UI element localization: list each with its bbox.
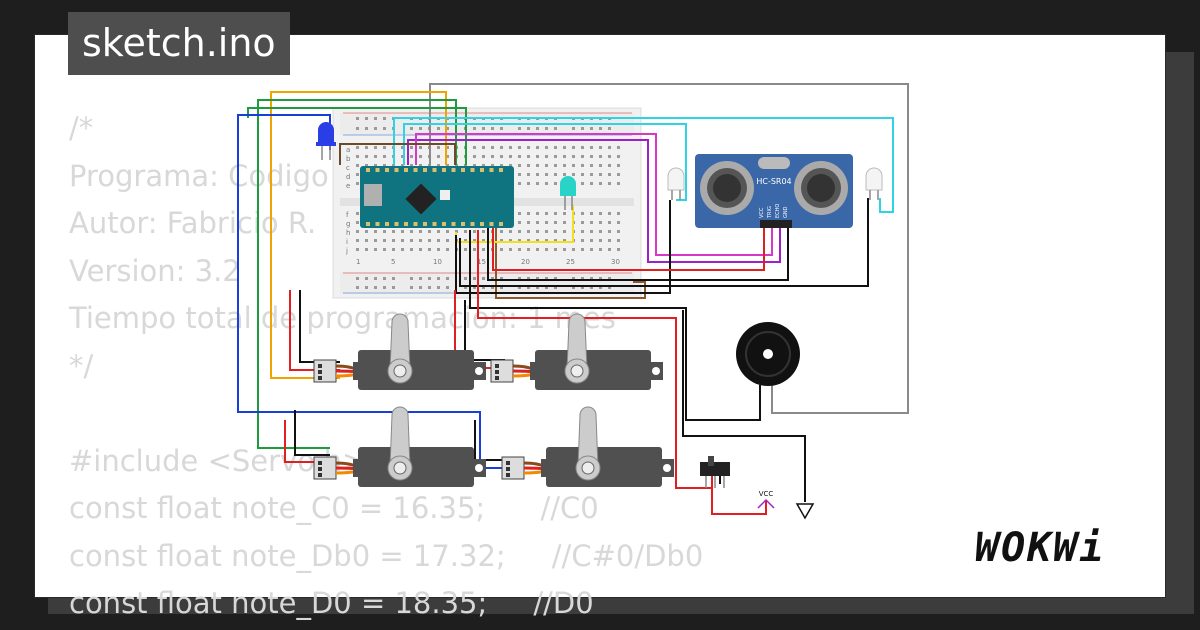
led-blue <box>316 122 336 160</box>
col-label: 25 <box>566 258 575 266</box>
col-label: 1 <box>356 258 360 266</box>
code-line: const float note_D0 = 18.35; //D0 <box>69 586 594 620</box>
sensor-pin-label: TRIG <box>767 206 773 219</box>
col-label: 10 <box>433 258 442 266</box>
row-label: c <box>346 164 350 172</box>
slide-switch <box>700 456 730 488</box>
row-label: h <box>346 229 350 237</box>
code-line: const float note_C0 = 16.35; //C0 <box>69 491 599 525</box>
code-line: /* <box>69 111 94 145</box>
code-line: Version: 3.2 <box>69 253 241 288</box>
led-white-left <box>667 167 685 200</box>
code-line: */ <box>69 348 94 383</box>
ground-symbol <box>795 503 815 520</box>
buzzer <box>736 322 800 386</box>
col-label: 15 <box>477 258 486 266</box>
code-line: const float note_Db0 = 17.32; //C#0/Db0 <box>69 538 704 573</box>
col-label: 5 <box>391 258 395 266</box>
row-label: j <box>345 247 348 255</box>
servo-motor <box>501 406 674 487</box>
sensor-label: HC-SR04 <box>756 177 791 186</box>
code-line: Autor: Fabricio R. <box>69 206 317 240</box>
sensor-pin-label: ECHO <box>775 204 781 218</box>
servo-motor <box>490 313 663 390</box>
file-tab[interactable]: sketch.ino <box>68 12 290 75</box>
vcc-symbol: VCC <box>757 490 775 509</box>
servo-motor <box>313 406 486 487</box>
col-label: 30 <box>611 258 620 266</box>
wokwi-logo: WOKWi <box>975 525 1106 571</box>
row-label: b <box>346 155 351 163</box>
row-label: d <box>346 173 350 181</box>
row-label: a <box>346 146 350 154</box>
servo-motor <box>313 313 486 390</box>
code-line: Programa: Codigo <box>69 158 329 193</box>
sensor-pin-label: GND <box>783 206 789 218</box>
vcc-label: VCC <box>759 490 774 498</box>
sensor-pin-label: VCC <box>759 207 765 218</box>
arduino-nano <box>360 166 514 228</box>
row-label: g <box>346 220 350 228</box>
col-label: 20 <box>521 258 530 266</box>
row-label: e <box>346 182 350 190</box>
led-white-right <box>865 167 883 200</box>
ultrasonic-sensor: HC-SR04 VCC TRIG ECHO GND <box>695 154 853 228</box>
row-label: f <box>346 211 349 219</box>
row-label: i <box>346 238 348 246</box>
led-cyan <box>560 176 576 210</box>
